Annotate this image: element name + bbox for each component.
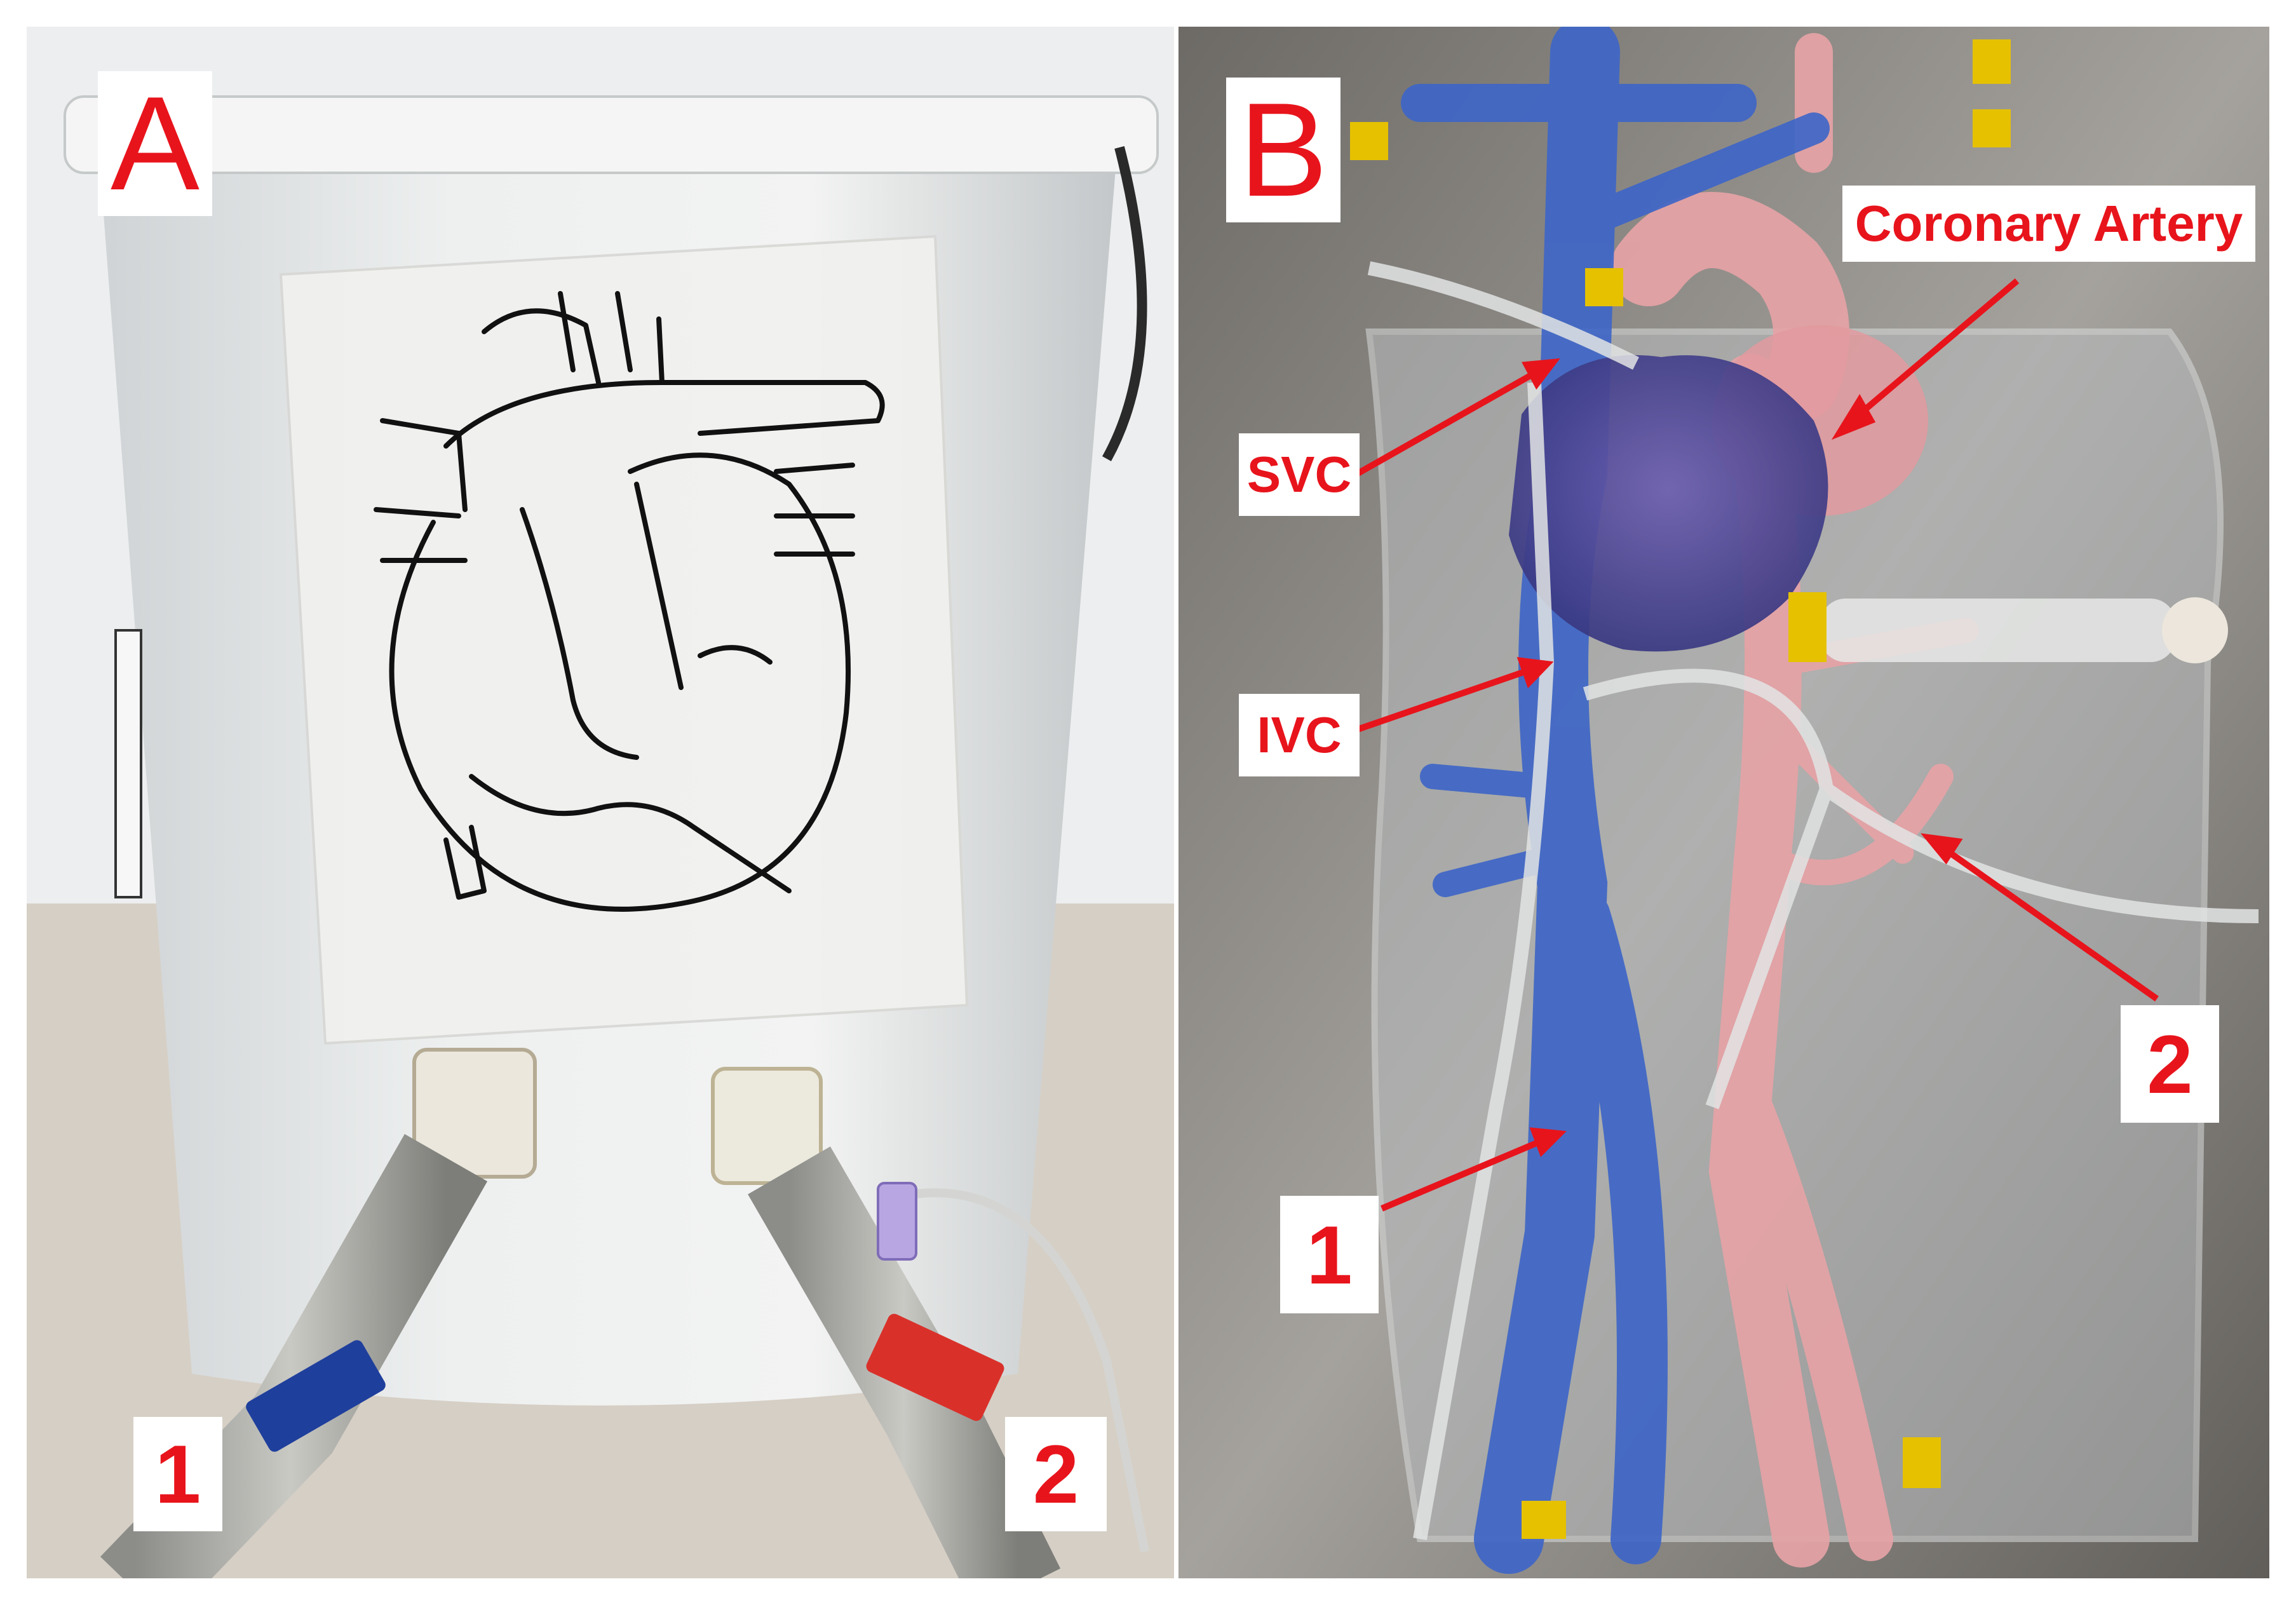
annotation-arrows: [1348, 278, 2159, 1212]
bucket-rim: [64, 95, 1159, 174]
coronary-artery-label: Coronary Artery: [1842, 186, 2255, 262]
tube-2: [748, 1146, 1061, 1578]
marker-1-panel-a: 1: [133, 1417, 222, 1531]
blue-tape: [246, 1340, 386, 1452]
arrow-coronary-artery: [1849, 278, 2020, 423]
arrow-1-panel-b: [1381, 1135, 1548, 1212]
catheter-tubing: [1367, 261, 2259, 1540]
arrow-2-panel-b: [1939, 843, 2159, 1002]
panel-a-label: A: [98, 71, 212, 216]
marker-1-panel-b: 1: [1280, 1196, 1379, 1313]
panel-b-photo: B Coronary Artery SVC IVC 2 1: [1178, 27, 2269, 1578]
marker-2-panel-a: 2: [1005, 1417, 1107, 1531]
bucket-photo: [27, 27, 1174, 1578]
phantom-photo: [1178, 27, 2269, 1578]
heart-drawing: [374, 291, 885, 912]
taped-paper: [279, 234, 969, 1045]
red-tape: [866, 1313, 1004, 1421]
marker-2-panel-b: 2: [2121, 1005, 2219, 1123]
ivc-label: IVC: [1239, 694, 1360, 776]
arrow-svc: [1348, 367, 1543, 481]
svc-label: SVC: [1239, 433, 1360, 516]
panel-b-label: B: [1226, 78, 1340, 222]
arrow-ivc: [1349, 665, 1536, 735]
heart-model: [1509, 355, 1828, 652]
panel-a-photo: A 1 2: [27, 27, 1174, 1578]
